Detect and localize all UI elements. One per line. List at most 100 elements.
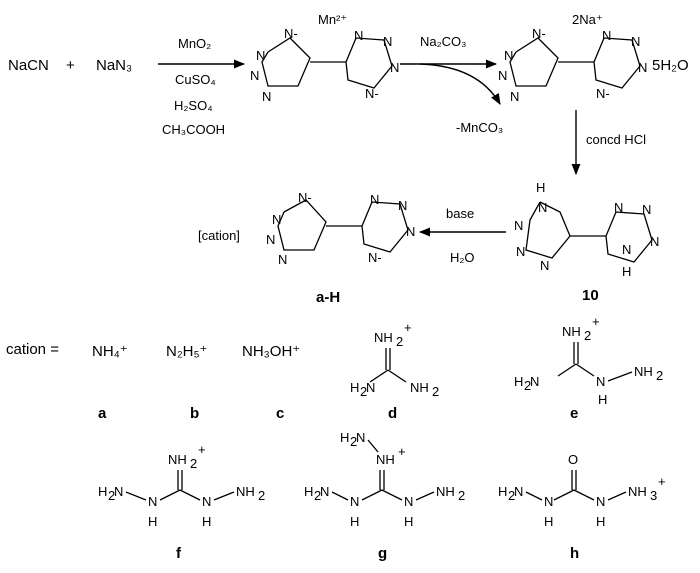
plus-sign: +	[66, 57, 75, 74]
cation-d-label: d	[388, 405, 397, 422]
svg-text:N: N	[383, 34, 392, 49]
svg-text:2: 2	[396, 334, 403, 349]
svg-text:N: N	[596, 494, 605, 509]
svg-text:2: 2	[432, 384, 439, 399]
svg-text:+: +	[398, 444, 406, 459]
cation-placeholder: [cation]	[198, 228, 240, 243]
cation-g-label: g	[378, 545, 387, 562]
svg-text:H: H	[202, 514, 211, 529]
svg-text:N: N	[516, 244, 525, 259]
svg-text:2: 2	[656, 368, 663, 383]
svg-text:N: N	[404, 494, 413, 509]
cation-h-label: h	[570, 545, 579, 562]
cation-a-label: a	[98, 405, 107, 422]
svg-text:N: N	[631, 34, 640, 49]
svg-text:2: 2	[314, 488, 321, 503]
svg-text:H: H	[148, 514, 157, 529]
reactant-nan3: NaN₃	[96, 57, 132, 74]
bitetrazolate-mn-structure: N- N N N N N N N-	[250, 26, 399, 104]
svg-text:2: 2	[360, 384, 367, 399]
reagent-cuso4: CuSO₄	[175, 72, 216, 87]
cation-header: cation =	[6, 341, 59, 358]
counter-ion-na: 2Na⁺	[572, 12, 603, 27]
reagent-ch3cooh: CH₃COOH	[162, 122, 225, 137]
svg-text:+: +	[404, 320, 412, 335]
svg-text:N: N	[354, 28, 363, 43]
svg-text:H: H	[304, 484, 313, 499]
svg-text:N: N	[406, 224, 415, 239]
svg-text:NH: NH	[562, 324, 581, 339]
arrow-byproduct	[419, 63, 501, 105]
svg-text:N: N	[272, 212, 281, 227]
svg-text:2: 2	[258, 488, 265, 503]
svg-text:N: N	[266, 232, 275, 247]
reagent-hcl: concd HCl	[586, 132, 646, 147]
svg-text:N: N	[398, 198, 407, 213]
svg-text:N: N	[514, 484, 523, 499]
reagent-base: base	[446, 206, 474, 221]
hydrate-label: 5H₂O	[652, 57, 689, 74]
cation-e-label: e	[570, 405, 578, 422]
bitetrazolate-na-structure: N- N N N N N N N-	[498, 26, 647, 104]
cation-a-formula: NH₄⁺	[92, 343, 128, 360]
cation-c-label: c	[276, 405, 284, 422]
svg-text:N: N	[514, 218, 523, 233]
svg-text:NH: NH	[628, 484, 647, 499]
cation-b-label: b	[190, 405, 199, 422]
cation-b-formula: N₂H₅⁺	[166, 343, 207, 360]
svg-text:N: N	[262, 89, 271, 104]
svg-text:+: +	[592, 314, 600, 329]
svg-text:N-: N-	[284, 26, 298, 41]
svg-text:N: N	[530, 374, 539, 389]
svg-text:N: N	[638, 60, 647, 75]
reagent-mno2: MnO₂	[178, 36, 211, 51]
svg-text:H: H	[340, 430, 349, 445]
compound-10-structure: H N N N N N N N N H	[514, 180, 659, 279]
svg-text:H: H	[98, 484, 107, 499]
svg-text:NH: NH	[374, 330, 393, 345]
svg-text:+: +	[658, 474, 666, 489]
svg-text:H: H	[544, 514, 553, 529]
svg-text:2: 2	[508, 488, 515, 503]
svg-text:N: N	[356, 430, 365, 445]
svg-text:2: 2	[108, 488, 115, 503]
counter-ion-mn: Mn²⁺	[318, 12, 347, 27]
svg-text:NH: NH	[236, 484, 255, 499]
svg-text:H: H	[596, 514, 605, 529]
svg-text:2: 2	[584, 328, 591, 343]
svg-text:NH: NH	[410, 380, 429, 395]
svg-text:N: N	[642, 202, 651, 217]
svg-text:N: N	[622, 242, 631, 257]
svg-text:N: N	[498, 68, 507, 83]
svg-text:N: N	[114, 484, 123, 499]
svg-text:H: H	[350, 380, 359, 395]
reagent-na2co3: Na₂CO₃	[420, 34, 466, 49]
svg-text:H: H	[622, 264, 631, 279]
svg-text:H: H	[404, 514, 413, 529]
svg-text:N: N	[256, 48, 265, 63]
svg-text:H: H	[598, 392, 607, 407]
svg-text:2: 2	[190, 456, 197, 471]
svg-text:+: +	[198, 442, 206, 457]
svg-text:N: N	[504, 48, 513, 63]
reagent-water: H₂O	[450, 250, 475, 265]
cation-f-label: f	[176, 545, 182, 562]
svg-text:N: N	[650, 234, 659, 249]
svg-text:2: 2	[524, 378, 531, 393]
svg-text:N: N	[350, 494, 359, 509]
reactant-nacn: NaCN	[8, 57, 49, 74]
svg-text:N: N	[596, 374, 605, 389]
svg-text:NH: NH	[376, 452, 395, 467]
svg-text:NH: NH	[436, 484, 455, 499]
svg-text:2: 2	[458, 488, 465, 503]
svg-text:N-: N-	[365, 86, 379, 101]
svg-text:N-: N-	[532, 26, 546, 41]
svg-text:NH: NH	[168, 452, 187, 467]
byproduct-mnco3: -MnCO₃	[456, 120, 503, 135]
svg-text:N: N	[320, 484, 329, 499]
